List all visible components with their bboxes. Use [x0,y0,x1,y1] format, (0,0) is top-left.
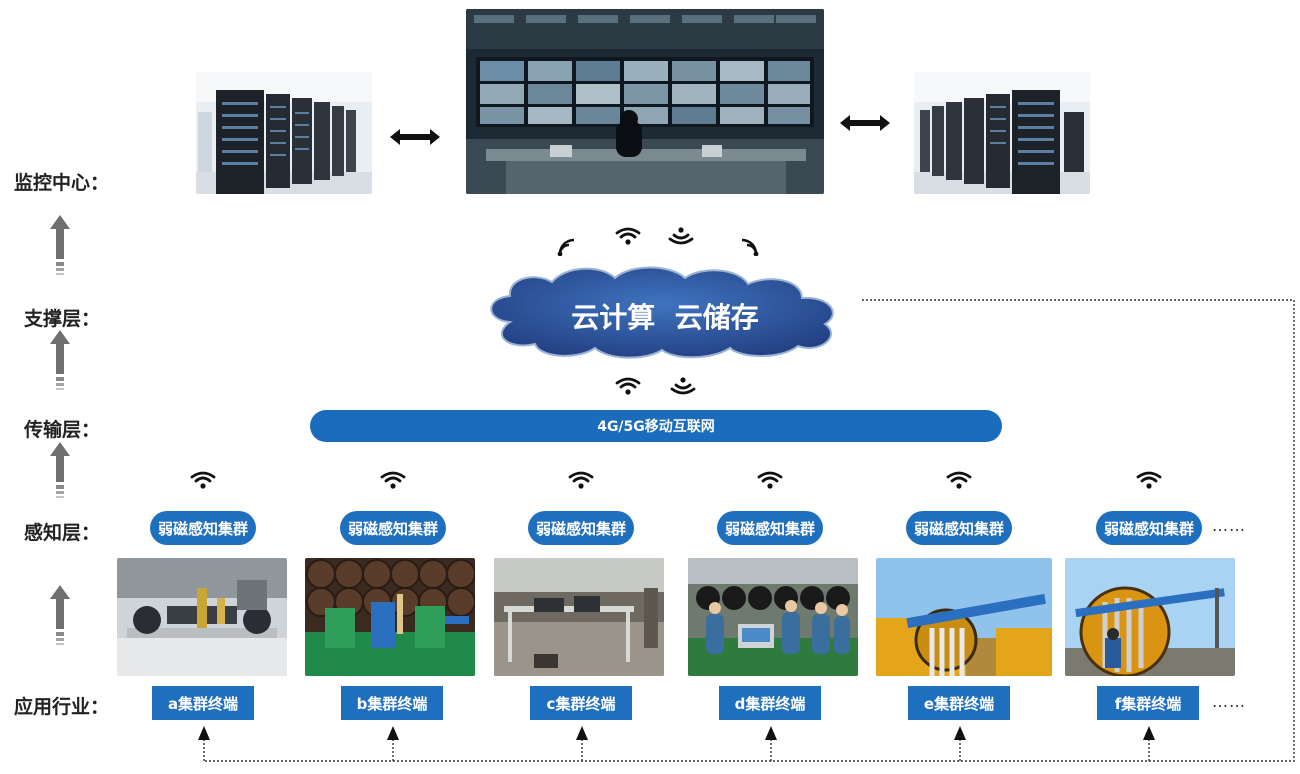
sensing-cluster-d: 弱磁感知集群 [717,511,823,545]
ellipsis-terminal: …… [1212,692,1246,711]
arrow-up-icon [50,442,70,498]
site-photo-e [876,558,1052,676]
cloud-shape [490,266,834,359]
signal-icon [741,238,759,256]
layer-label-support: 支撑层： [24,308,101,330]
layer-label-sensing: 感知层： [24,522,101,544]
layer-label-monitor: 监控中心： [14,172,110,194]
double-arrow-icon [390,129,440,145]
double-arrow-icon [840,115,890,131]
wifi-icon [670,377,696,395]
arrow-up-icon [50,330,70,390]
layer-label-application: 应用行业： [14,696,110,718]
wifi-icon [568,471,594,489]
arrow-up-icon [50,215,70,275]
site-photo-f [1065,558,1235,676]
wifi-icon [1136,471,1162,489]
sensing-cluster-b: 弱磁感知集群 [340,511,446,545]
server-room-left-image [196,72,372,194]
wifi-icon [668,227,694,245]
sensing-cluster-c: 弱磁感知集群 [528,511,634,545]
wifi-icon [757,471,783,489]
wifi-icon [615,227,641,245]
cluster-terminal-b: b集群终端 [341,686,443,720]
site-photo-d [688,558,858,676]
server-room-right-image [914,72,1090,194]
cluster-terminal-c: c集群终端 [530,686,632,720]
cloud-label: 云计算 云储存 [571,301,759,334]
cluster-terminal-a: a集群终端 [152,686,254,720]
cluster-terminal-d: d集群终端 [719,686,821,720]
arrow-up-icon [50,585,70,645]
wifi-icon [615,377,641,395]
site-photo-b [305,558,475,676]
layer-label-transport: 传输层： [24,419,101,441]
mobile-internet-bar: 4G/5G移动互联网 [310,410,1002,442]
site-photo-a [117,558,287,676]
signal-icon [557,238,575,256]
wifi-icon [190,471,216,489]
monitoring-center-image [466,9,824,194]
wifi-icon [946,471,972,489]
cluster-terminal-f: f集群终端 [1097,686,1199,720]
sensing-cluster-a: 弱磁感知集群 [150,511,256,545]
sensing-cluster-f: 弱磁感知集群 [1096,511,1202,545]
wifi-icon [380,471,406,489]
site-photo-c [494,558,664,676]
sensing-cluster-e: 弱磁感知集群 [906,511,1012,545]
ellipsis-sensing: …… [1212,516,1246,535]
cluster-terminal-e: e集群终端 [908,686,1010,720]
